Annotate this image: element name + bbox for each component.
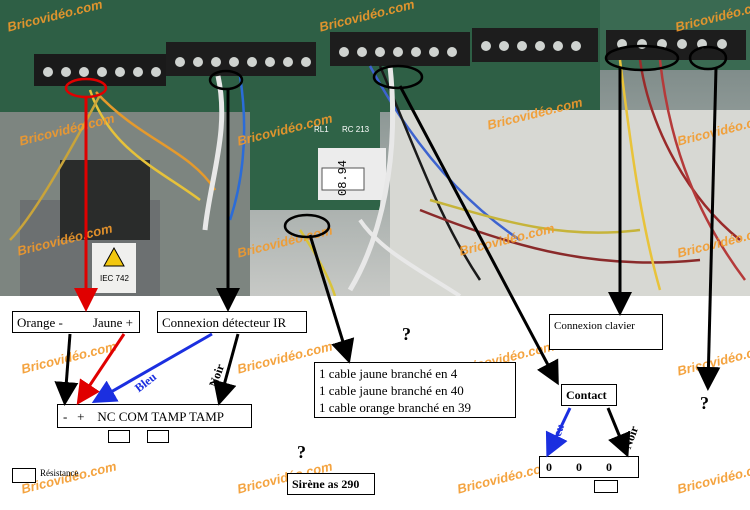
noir-label: Noir (206, 362, 228, 389)
question-mark: ? (700, 393, 709, 413)
orange-label: Orange - (17, 315, 63, 330)
cable-line: 1 cable jaune branché en 40 (319, 383, 464, 398)
terminal-resistor-1 (108, 430, 130, 443)
resistance-legend-icon (12, 468, 36, 483)
contact-label: Contact (561, 384, 617, 406)
orange-jaune-label: Orange - Jaune + (12, 311, 140, 333)
watermark: Bricovidéo.com (675, 458, 750, 497)
terminal-labels: - + NC COM TAMP TAMP (63, 409, 225, 424)
cable-line: 1 cable jaune branché en 4 (319, 366, 458, 381)
svg-text:RL1: RL1 (314, 125, 329, 134)
terminal-resistor-2 (147, 430, 169, 443)
relay-label: 08.94 (336, 160, 350, 196)
bleu-label: Bleu (546, 422, 568, 449)
contact-terminal-labels: 0 0 0 (546, 460, 612, 474)
question-mark: ? (297, 442, 306, 462)
jaune-label: Jaune + (92, 315, 133, 330)
connexion-clavier-label: Connexion clavier (549, 314, 663, 350)
terminal-strip: - + NC COM TAMP TAMP (57, 404, 252, 428)
watermark: Bricovidéo.com (675, 340, 750, 379)
watermark: Bricovidéo.com (19, 338, 118, 377)
contact-resistor (594, 480, 618, 493)
cable-line: 1 cable orange branché en 39 (319, 400, 471, 415)
alarm-panel-photo: 08.94 RL1 RC 213 IEC 742 (0, 0, 750, 296)
connexion-ir-label: Connexion détecteur IR (157, 311, 307, 333)
svg-text:IEC 742: IEC 742 (100, 274, 129, 283)
sirene-label: Sirène as 290 (287, 473, 375, 495)
cables-info: 1 cable jaune branché en 4 1 cable jaune… (314, 362, 516, 418)
svg-text:RC 213: RC 213 (342, 125, 370, 134)
bleu-label: Bleu (132, 369, 160, 396)
question-mark: ? (402, 324, 411, 344)
contact-terminals: 0 0 0 (539, 456, 639, 478)
resistance-legend-label: Résistance (40, 468, 79, 478)
noir-label: Noir (620, 424, 642, 451)
